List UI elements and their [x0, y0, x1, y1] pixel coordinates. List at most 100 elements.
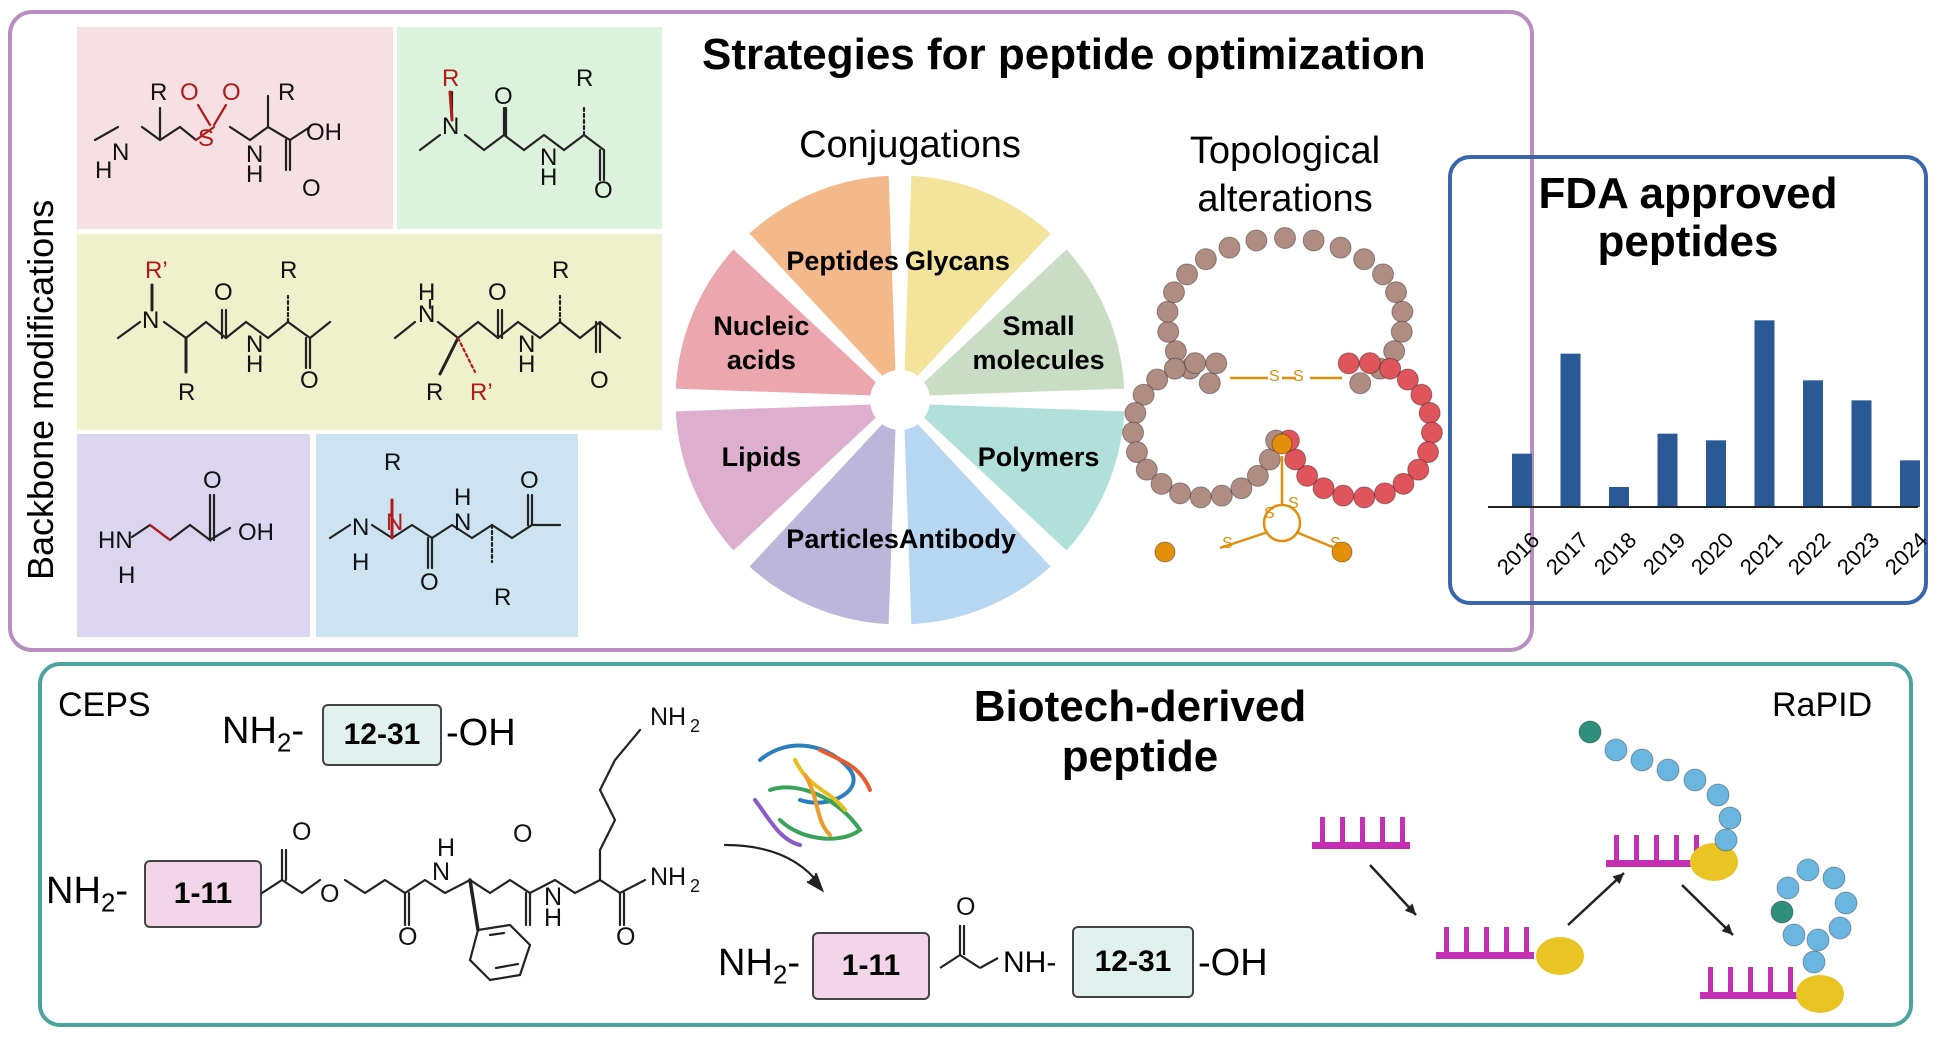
bead [1194, 248, 1217, 271]
amino-acid-bead [1604, 738, 1628, 762]
bar-2020 [1706, 440, 1726, 507]
bead [1353, 486, 1376, 509]
conjugation-label-line1: Lipids [721, 442, 802, 473]
atom: H [540, 164, 557, 191]
bead [1284, 448, 1307, 471]
atom: O [203, 467, 222, 494]
atom: H [352, 549, 369, 576]
atom: O [222, 79, 241, 106]
bead [1146, 368, 1169, 391]
bead [1210, 484, 1233, 507]
atom: OH [238, 519, 274, 546]
bead [1392, 472, 1415, 495]
atom: H [246, 351, 263, 378]
fda-bar-chart [1488, 320, 1920, 508]
atom: O [214, 279, 233, 306]
ribosome [1690, 843, 1738, 881]
bar-2016 [1512, 453, 1532, 507]
bead [1175, 263, 1198, 286]
atom: NH [650, 703, 686, 731]
amino-acid-bead [1578, 720, 1602, 744]
mrna-comb [1436, 927, 1534, 959]
atom: O [956, 893, 975, 921]
atom: N [112, 139, 129, 166]
bead-chains [1122, 227, 1443, 563]
amino-acid-bead [1796, 858, 1820, 882]
bead [1135, 458, 1158, 481]
biotech-title: Biotech-derived peptide [940, 682, 1340, 782]
bead [1154, 541, 1176, 563]
atom: R [442, 65, 459, 92]
conjugation-label-line1: Glycans [904, 246, 1010, 277]
rapid-label: RaPID [1772, 686, 1873, 724]
atom: H [118, 562, 135, 589]
bead [1379, 357, 1402, 380]
topology-diagram: S S S S S S [1122, 227, 1443, 563]
conjugation-label-line1: Antibody [898, 523, 1016, 554]
bead [1245, 229, 1268, 252]
bead [1373, 482, 1396, 505]
fragment-12-31: 12-31 [1072, 926, 1194, 998]
mrna-comb [1312, 817, 1410, 849]
atom: O [180, 79, 199, 106]
bead [1385, 281, 1408, 304]
bead [1198, 372, 1221, 395]
atom: N [142, 307, 159, 334]
ceps-label: CEPS [58, 686, 151, 724]
arrow [1369, 864, 1417, 916]
topological-title-line2: alterations [1197, 178, 1373, 220]
atom: N [418, 301, 435, 328]
enzyme-icon [753, 743, 872, 847]
backbone-panel-alkylated [77, 234, 662, 430]
amino-acid-bead [1770, 900, 1794, 924]
atom: H [518, 351, 535, 378]
atom: O [488, 279, 507, 306]
bar-2023 [1851, 400, 1872, 507]
biotech-frame [38, 662, 1913, 1027]
nh2-terminus: NH2- [46, 870, 129, 918]
bead [1296, 464, 1319, 487]
atom: O [520, 467, 539, 494]
atom: R [278, 79, 295, 106]
bead [1218, 236, 1241, 259]
atom: O [594, 177, 613, 204]
conjugation-sector [668, 396, 910, 561]
wheel-hub [870, 370, 930, 430]
conjugation-label-line1: Peptides [786, 246, 899, 277]
bead [1246, 464, 1269, 487]
conjugation-label: Polymers [978, 440, 1100, 474]
bead [1331, 541, 1353, 563]
conjugations-title: Conjugations [799, 124, 1021, 166]
atom: H [95, 157, 112, 184]
amino-acid-bead [1630, 748, 1654, 772]
amino-acid-bead [1656, 758, 1680, 782]
nh2-terminus: NH2- [718, 942, 801, 990]
conjugation-label: Lipids [722, 440, 802, 474]
conjugation-sector [668, 239, 910, 404]
bead [1329, 236, 1352, 259]
amino-acid-bead [1706, 783, 1730, 807]
conjugation-label-line2: molecules [972, 344, 1105, 375]
bead [1125, 441, 1148, 464]
atom: N [352, 514, 369, 541]
atom: R [552, 257, 569, 284]
bead [1312, 477, 1335, 500]
disulfide-s-atom: S [1222, 535, 1233, 552]
atom: R’ [145, 257, 168, 284]
bead [1417, 441, 1440, 464]
atom: O [616, 923, 635, 951]
amino-acid-bead [1828, 916, 1852, 940]
bead [1332, 484, 1355, 507]
conjugation-sector [890, 239, 1132, 404]
atom: N [540, 144, 557, 171]
conjugation-sector [896, 390, 1061, 632]
atom: N [442, 113, 459, 140]
bar-2017 [1560, 353, 1581, 507]
atom: O [300, 367, 319, 394]
disulfide-s-atom: S [1264, 505, 1275, 522]
bead [1337, 352, 1360, 375]
atom: HN [98, 527, 133, 554]
backbone-panel-beta-amino-acid [77, 434, 310, 637]
